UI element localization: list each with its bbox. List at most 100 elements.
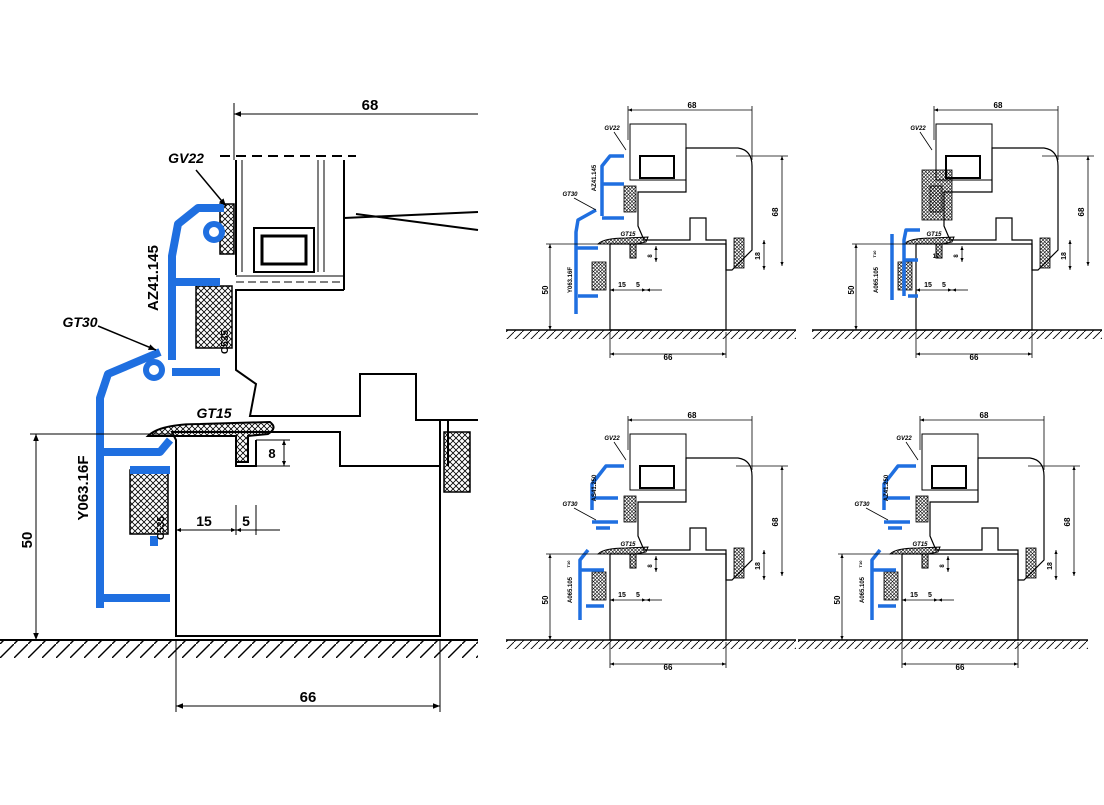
profile-bottom-label: A065.105 xyxy=(860,576,866,603)
dim-5-label: 5 xyxy=(242,513,250,529)
dim-15-label: 15 xyxy=(910,592,918,599)
floor-hatch xyxy=(798,640,1088,649)
gt30-label: GT30 xyxy=(854,502,870,508)
t-label: T10 xyxy=(566,560,571,568)
gt30-leader xyxy=(573,507,597,521)
glazing-spacer xyxy=(639,155,675,179)
dim-50-label: 50 xyxy=(833,595,842,604)
dim-bottom-label: 66 xyxy=(300,689,317,706)
glazing-unit xyxy=(921,433,979,491)
dim-8-label: 8 xyxy=(648,254,654,258)
dim-top-label: 68 xyxy=(362,97,379,114)
gasket-right xyxy=(733,547,745,579)
gt30-leader xyxy=(573,197,597,211)
dim-5-label: 5 xyxy=(942,282,946,289)
gt15-label: GT15 xyxy=(912,542,928,548)
floor-hatch xyxy=(506,640,796,649)
frame-profile xyxy=(901,553,1019,641)
glazing-spacer xyxy=(931,465,967,489)
gasket-lower xyxy=(883,571,899,601)
dim-15-label: 15 xyxy=(924,282,932,289)
blue-path xyxy=(578,464,624,620)
blue-profile xyxy=(96,204,225,608)
dim-right-label: 68 xyxy=(771,517,780,526)
dim-66-label: 66 xyxy=(970,353,979,362)
gt30-leader xyxy=(865,507,889,521)
c535-label-bottom: C535 xyxy=(156,516,167,540)
gt30-label: GT30 xyxy=(62,314,97,330)
gt15-gasket xyxy=(902,236,955,259)
glazing-unit xyxy=(629,433,687,491)
dim-15-label: 15 xyxy=(196,513,212,529)
dim-50-label: 50 xyxy=(847,285,856,294)
gasket-upper xyxy=(929,185,943,213)
gasket-upper xyxy=(623,185,637,213)
profile-top-label: AZ41.250 xyxy=(884,474,890,501)
gv22-leader xyxy=(905,441,919,461)
dim-18-label: 18 xyxy=(1047,562,1054,570)
dim-5-label: 5 xyxy=(636,282,640,289)
floor-hatch xyxy=(506,330,796,339)
blue-profile xyxy=(574,154,624,314)
gt15-gasket xyxy=(596,236,649,259)
gt15-label: GT15 xyxy=(620,542,636,548)
dimension-50: 50 xyxy=(19,433,172,640)
gv22-label: GV22 xyxy=(168,150,204,166)
dim-5-label: 5 xyxy=(636,592,640,599)
dim-18-label: 18 xyxy=(755,252,762,260)
gasket-lower xyxy=(591,261,607,291)
blue-profile xyxy=(890,228,920,300)
t-label: T10 xyxy=(872,250,877,258)
dim-50-label: 50 xyxy=(541,285,550,294)
dim-50-label: 50 xyxy=(541,595,550,604)
gasket-right xyxy=(1025,547,1037,579)
dim-66-label: 66 xyxy=(664,663,673,672)
dim-right-label: 68 xyxy=(1063,517,1072,526)
gasket-right xyxy=(1039,237,1051,269)
dim-8-label: 8 xyxy=(648,564,654,568)
dim-15-label: 15 xyxy=(618,592,626,599)
frame-profile xyxy=(609,553,727,641)
blue-profile xyxy=(870,464,916,620)
dimension-15-5: 15 5 xyxy=(175,505,280,535)
gt30-label: GT30 xyxy=(562,502,578,508)
dim-top-label: 68 xyxy=(994,101,1003,110)
gv22-leader xyxy=(613,441,627,461)
dim-66-label: 66 xyxy=(956,663,965,672)
c535-label-top: C535 xyxy=(220,330,231,354)
gasket-lower xyxy=(591,571,607,601)
t-label: T10 xyxy=(858,560,863,568)
gt15-gasket xyxy=(888,546,941,569)
gv22-label: GV22 xyxy=(896,436,912,442)
gv22-label: GV22 xyxy=(604,436,620,442)
dim-18-label: 18 xyxy=(755,562,762,570)
gt15-label: GT15 xyxy=(196,405,231,421)
dim-8-label: 8 xyxy=(940,564,946,568)
blue-path xyxy=(890,228,920,300)
floor-hatch xyxy=(812,330,1102,339)
gv22-label: GV22 xyxy=(604,126,620,132)
dim-right-label: 68 xyxy=(771,207,780,216)
gt15-label: GT15 xyxy=(926,232,942,238)
dim-top-label: 68 xyxy=(980,411,989,420)
dim-18-label: 18 xyxy=(1061,252,1068,260)
dim-5-label: 5 xyxy=(928,592,932,599)
y-profile-label: Y063.16F xyxy=(75,455,92,520)
glazing-spacer xyxy=(945,155,981,179)
gt30-label: GT30 xyxy=(562,192,578,198)
profile-bottom-label: Y063.16F xyxy=(568,267,574,293)
gv22-leader xyxy=(919,131,933,151)
frame-profile xyxy=(609,243,727,331)
dim-66-label: 66 xyxy=(664,353,673,362)
blue-path xyxy=(870,464,916,620)
dimension-top: 68 xyxy=(233,97,478,160)
glazing-unit xyxy=(629,123,687,181)
dim-15-label: 15 xyxy=(618,282,626,289)
callouts: GV22 GT30 GT15 AZ41.145 Y063.16F C535 C5… xyxy=(62,150,231,540)
